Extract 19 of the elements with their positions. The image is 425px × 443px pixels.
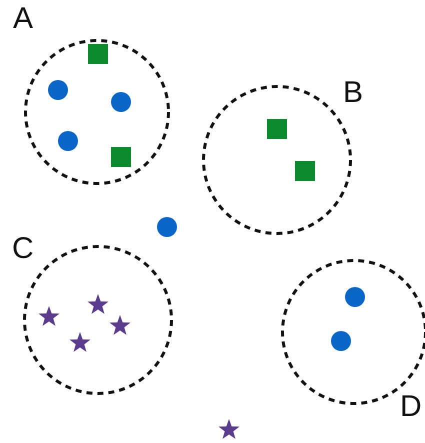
dot-marker [57, 130, 79, 152]
cluster-label: B [343, 78, 364, 108]
star-marker [218, 419, 240, 441]
star-marker [109, 315, 131, 337]
dot-marker [156, 216, 178, 238]
cluster-label: D [400, 392, 422, 422]
star-marker [69, 332, 91, 354]
star-marker [38, 306, 60, 328]
dot-marker [330, 330, 352, 352]
cluster-label: C [12, 234, 34, 264]
dot-marker [344, 286, 366, 308]
cluster-label: A [13, 4, 34, 34]
square-marker [294, 160, 316, 182]
dot-marker [110, 91, 132, 113]
square-marker [266, 118, 288, 140]
dot-marker [47, 79, 69, 101]
square-marker [87, 43, 109, 65]
star-marker [87, 294, 109, 316]
square-marker [110, 146, 132, 168]
